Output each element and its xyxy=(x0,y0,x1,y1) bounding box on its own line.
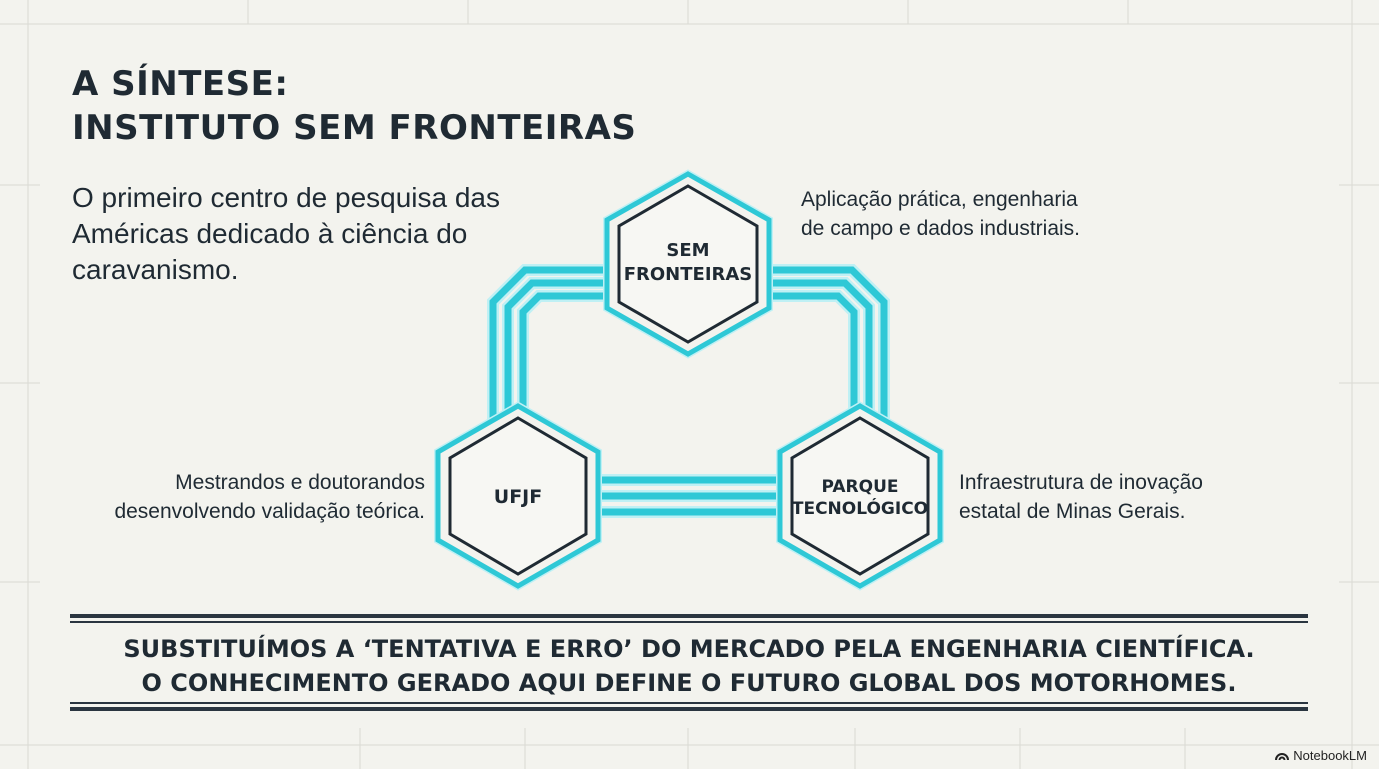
annotation-top-line-2: de campo e dados industriais. xyxy=(801,217,1080,240)
connector-lines xyxy=(487,264,890,518)
node-label-fronteiras: FRONTEIRAS xyxy=(624,264,753,285)
hex-node-parque-tecnologico: PARQUE TECNOLÓGICO xyxy=(776,401,944,591)
annotation-ufjf: Mestrandos e doutorandos desenvolvendo v… xyxy=(60,468,425,526)
annotation-sem-fronteiras: Aplicação prática, engenharia de campo e… xyxy=(801,185,1080,243)
node-label-parque: PARQUE xyxy=(821,477,898,497)
title-line-2: INSTITUTO SEM FRONTEIRAS xyxy=(72,108,637,148)
intro-text: O primeiro centro de pesquisa das Améric… xyxy=(72,182,500,285)
annotation-left-line-2: desenvolvendo validação teórica. xyxy=(114,500,425,523)
divider-top xyxy=(70,614,1308,623)
conclusion-statement: SUBSTITUÍMOS A ‘TENTATIVA E ERRO’ DO MER… xyxy=(70,632,1308,700)
annotation-right-line-1: Infraestrutura de inovação xyxy=(959,471,1203,494)
node-label-tecnologico: TECNOLÓGICO xyxy=(792,497,928,519)
node-label-ufjf: UFJF xyxy=(494,486,542,508)
annotation-parque: Infraestrutura de inovação estatal de Mi… xyxy=(959,468,1203,526)
notebooklm-branding: NotebookLM xyxy=(1275,748,1367,763)
annotation-top-line-1: Aplicação prática, engenharia xyxy=(801,188,1078,211)
conclusion-line-2: O CONHECIMENTO GERADO AQUI DEFINE O FUTU… xyxy=(141,669,1237,697)
title-line-1: A SÍNTESE: xyxy=(72,64,289,104)
divider-bottom xyxy=(70,702,1308,711)
annotation-right-line-2: estatal de Minas Gerais. xyxy=(959,500,1186,523)
hex-node-sem-fronteiras: SEM FRONTEIRAS xyxy=(603,169,773,359)
annotation-left-line-1: Mestrandos e doutorandos xyxy=(175,471,425,494)
brand-label: NotebookLM xyxy=(1293,748,1367,763)
node-label-sem: SEM xyxy=(666,240,709,261)
page-title: A SÍNTESE: INSTITUTO SEM FRONTEIRAS xyxy=(72,62,636,150)
notebooklm-logo-icon xyxy=(1275,752,1290,760)
hex-node-ufjf: UFJF xyxy=(434,401,602,591)
conclusion-line-1: SUBSTITUÍMOS A ‘TENTATIVA E ERRO’ DO MER… xyxy=(123,635,1255,663)
